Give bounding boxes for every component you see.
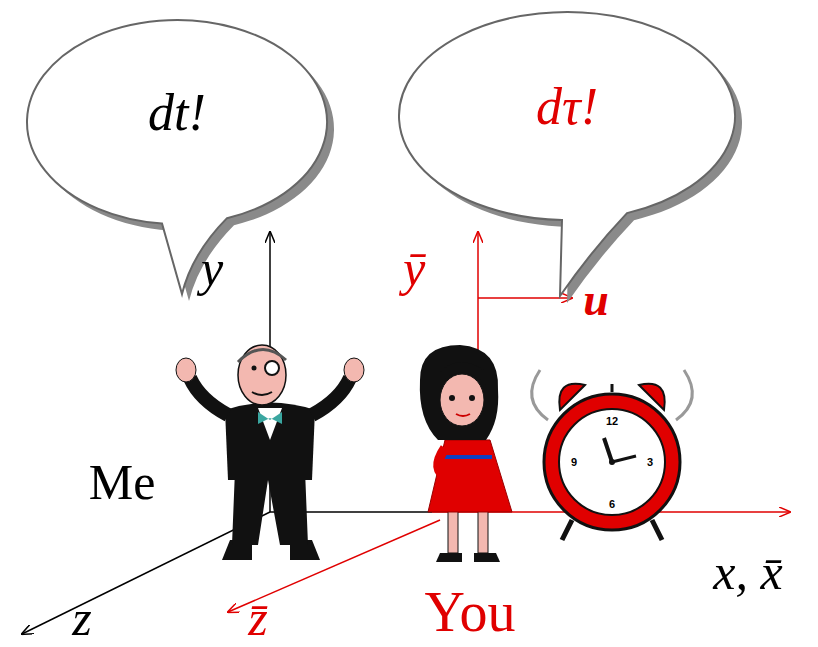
clock-numeral: 3 (647, 457, 653, 468)
axis-label: x, x̄ (713, 547, 782, 597)
bubble-outline (22, 12, 332, 304)
velocity-label: u (583, 277, 609, 323)
observer-label: Me (89, 457, 156, 507)
clock-numeral: 9 (571, 457, 577, 468)
speech-bubble: dτ! (392, 6, 742, 306)
alarm-clock (532, 370, 693, 540)
speech-bubble: dt! (22, 12, 332, 304)
bubble-outline (392, 6, 742, 306)
y-bar-axis (477, 232, 479, 360)
axis-label: ȳ (403, 243, 425, 293)
bubble-body (399, 12, 735, 296)
axis-label: z̄ (248, 593, 267, 643)
bubble-text: dτ! (536, 77, 598, 136)
observer-label: You (425, 584, 516, 640)
bubble-text: dt! (148, 83, 206, 142)
girl-figure (420, 345, 512, 562)
axis-label: y (201, 243, 223, 293)
man-figure (176, 345, 364, 560)
bubble-body (27, 20, 327, 294)
clock-numeral: 6 (609, 499, 615, 510)
velocity-arrow (478, 297, 572, 299)
clock-numeral: 12 (606, 416, 618, 427)
axis-label: z (72, 593, 91, 643)
